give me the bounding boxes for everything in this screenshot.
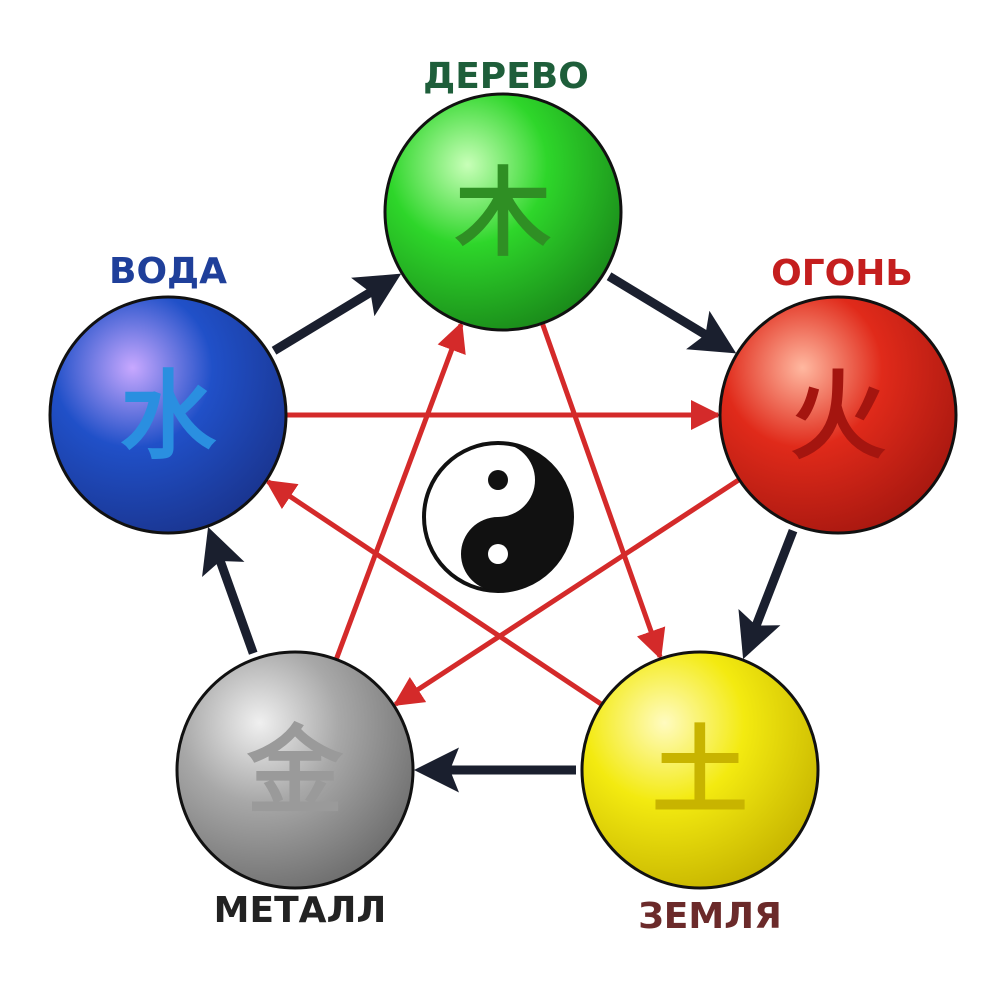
generating-arrow-water-wood (271, 273, 402, 355)
glyph-water: 水 (120, 360, 217, 473)
glyph-wood: 木 (455, 157, 551, 270)
yin-yang-icon (422, 441, 574, 593)
sphere-earth: 土 (580, 650, 820, 890)
controlling-arrow-metal-wood (330, 321, 466, 670)
controlling-arrow-earth-water (265, 479, 612, 713)
label-earth: ЗЕМЛЯ (638, 896, 782, 937)
glyph-fire: 火 (790, 360, 886, 473)
sphere-wood: 木 (383, 92, 623, 332)
sphere-fire: 火 (718, 295, 958, 535)
label-fire: ОГОНЬ (771, 253, 913, 294)
element-labels: ДЕРЕВО ОГОНЬ ЗЕМЛЯ МЕТАЛЛ ВОДА (109, 56, 913, 937)
label-water: ВОДА (109, 251, 227, 292)
element-spheres: 木火土 金 水 (48, 92, 958, 890)
label-wood: ДЕРЕВО (423, 56, 589, 97)
glyph-earth: 土 (652, 715, 748, 828)
sphere-water: 水 (48, 295, 288, 535)
generating-arrow-fire-earth (738, 528, 798, 660)
generating-arrow-wood-fire (606, 272, 737, 354)
controlling-cycle-arrows (265, 313, 749, 713)
generating-arrow-metal-water (202, 527, 258, 655)
label-metal: МЕТАЛЛ (214, 890, 387, 931)
controlling-arrow-fire-metal (392, 472, 749, 707)
sphere-metal: 金 (175, 650, 415, 890)
controlling-arrow-wood-earth (536, 313, 666, 660)
generating-cycle-arrows (202, 272, 798, 793)
glyph-metal: 金 (246, 715, 344, 828)
